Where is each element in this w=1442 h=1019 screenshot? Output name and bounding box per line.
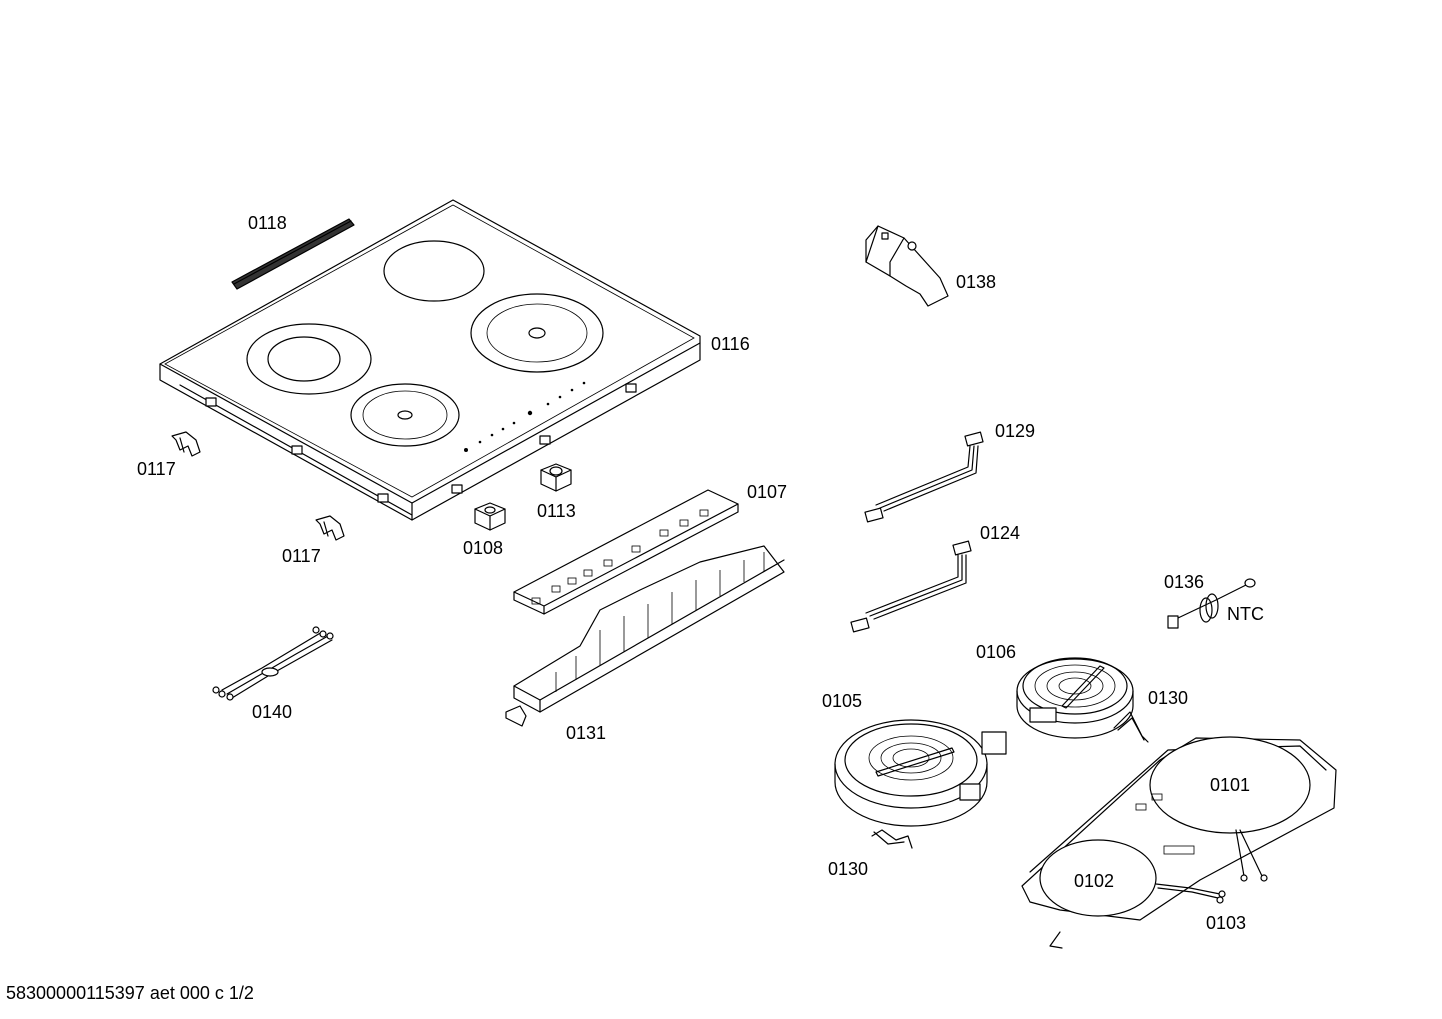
- part-0117-clip-b: [315, 515, 345, 541]
- callout-0138: 0138: [956, 272, 997, 292]
- callout-0105: 0105: [822, 691, 863, 711]
- callout-0108: 0108: [463, 538, 504, 558]
- part-0124-cable: [850, 540, 972, 633]
- callout-0117-a: 0117: [137, 459, 176, 479]
- part-0140-wiring-harness: [212, 626, 334, 701]
- callout-0117-b: 0117: [282, 546, 321, 566]
- part-0113-knob: [540, 463, 572, 492]
- callout-0130-b: 0130: [828, 859, 869, 879]
- part-0101-0102-base-plate: [1021, 736, 1337, 949]
- drawing-reference-footer: 58300000115397 aet 000 c 1/2: [6, 983, 254, 1003]
- part-0117-clip-a: [171, 431, 201, 457]
- callout-0113: 0113: [537, 501, 576, 521]
- callout-0140: 0140: [252, 702, 293, 722]
- callout-ntc: NTC: [1227, 604, 1264, 624]
- part-0107-control-board: [513, 489, 739, 615]
- part-0136-ntc-sensor: [1167, 578, 1256, 629]
- part-0103-wires: [1155, 829, 1268, 904]
- callout-0136: 0136: [1164, 572, 1205, 592]
- callout-0106: 0106: [976, 642, 1017, 662]
- callout-0129: 0129: [995, 421, 1036, 441]
- callout-0103: 0103: [1206, 913, 1247, 933]
- part-0108-knob: [474, 502, 506, 531]
- part-0105-heating-element: [834, 719, 1007, 827]
- part-0116-cooktop: [159, 199, 701, 521]
- part-0130-spring-a: [1113, 711, 1149, 743]
- callout-0118: 0118: [248, 213, 287, 233]
- callout-0131: 0131: [566, 723, 607, 743]
- part-0130-spring-b: [871, 829, 913, 849]
- callout-0124: 0124: [980, 523, 1021, 543]
- callout-0101: 0101: [1210, 775, 1251, 795]
- callout-0102: 0102: [1074, 871, 1115, 891]
- part-0106-heating-element: [1016, 657, 1134, 739]
- part-0118-trim-strip: [231, 218, 355, 290]
- callout-0116: 0116: [711, 334, 750, 354]
- part-0131-bracket: [505, 545, 785, 727]
- callout-0107: 0107: [747, 482, 788, 502]
- part-0138-holder: [865, 225, 949, 307]
- callout-0130-a: 0130: [1148, 688, 1189, 708]
- part-0129-cable: [864, 431, 984, 523]
